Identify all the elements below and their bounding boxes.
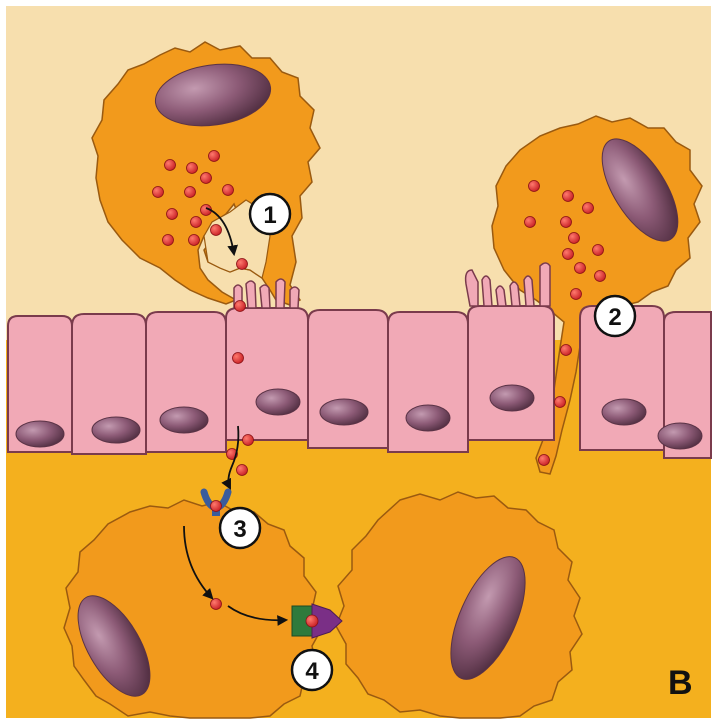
svg-text:2: 2 xyxy=(608,304,621,331)
panel-letter: B xyxy=(668,664,693,702)
step-label-1: 1 xyxy=(250,194,290,234)
svg-text:1: 1 xyxy=(263,202,276,229)
svg-text:4: 4 xyxy=(305,658,319,685)
step-label-2: 2 xyxy=(595,296,635,336)
step-label-4: 4 xyxy=(292,650,332,690)
epithelial-cell xyxy=(226,308,308,440)
epithelial-cell xyxy=(308,310,388,448)
dendritic-cell-3 xyxy=(63,500,322,718)
svg-text:3: 3 xyxy=(233,516,246,543)
epithelial-cell xyxy=(468,306,554,440)
dendritic-cell-4 xyxy=(336,492,582,718)
step-label-3: 3 xyxy=(220,508,260,548)
